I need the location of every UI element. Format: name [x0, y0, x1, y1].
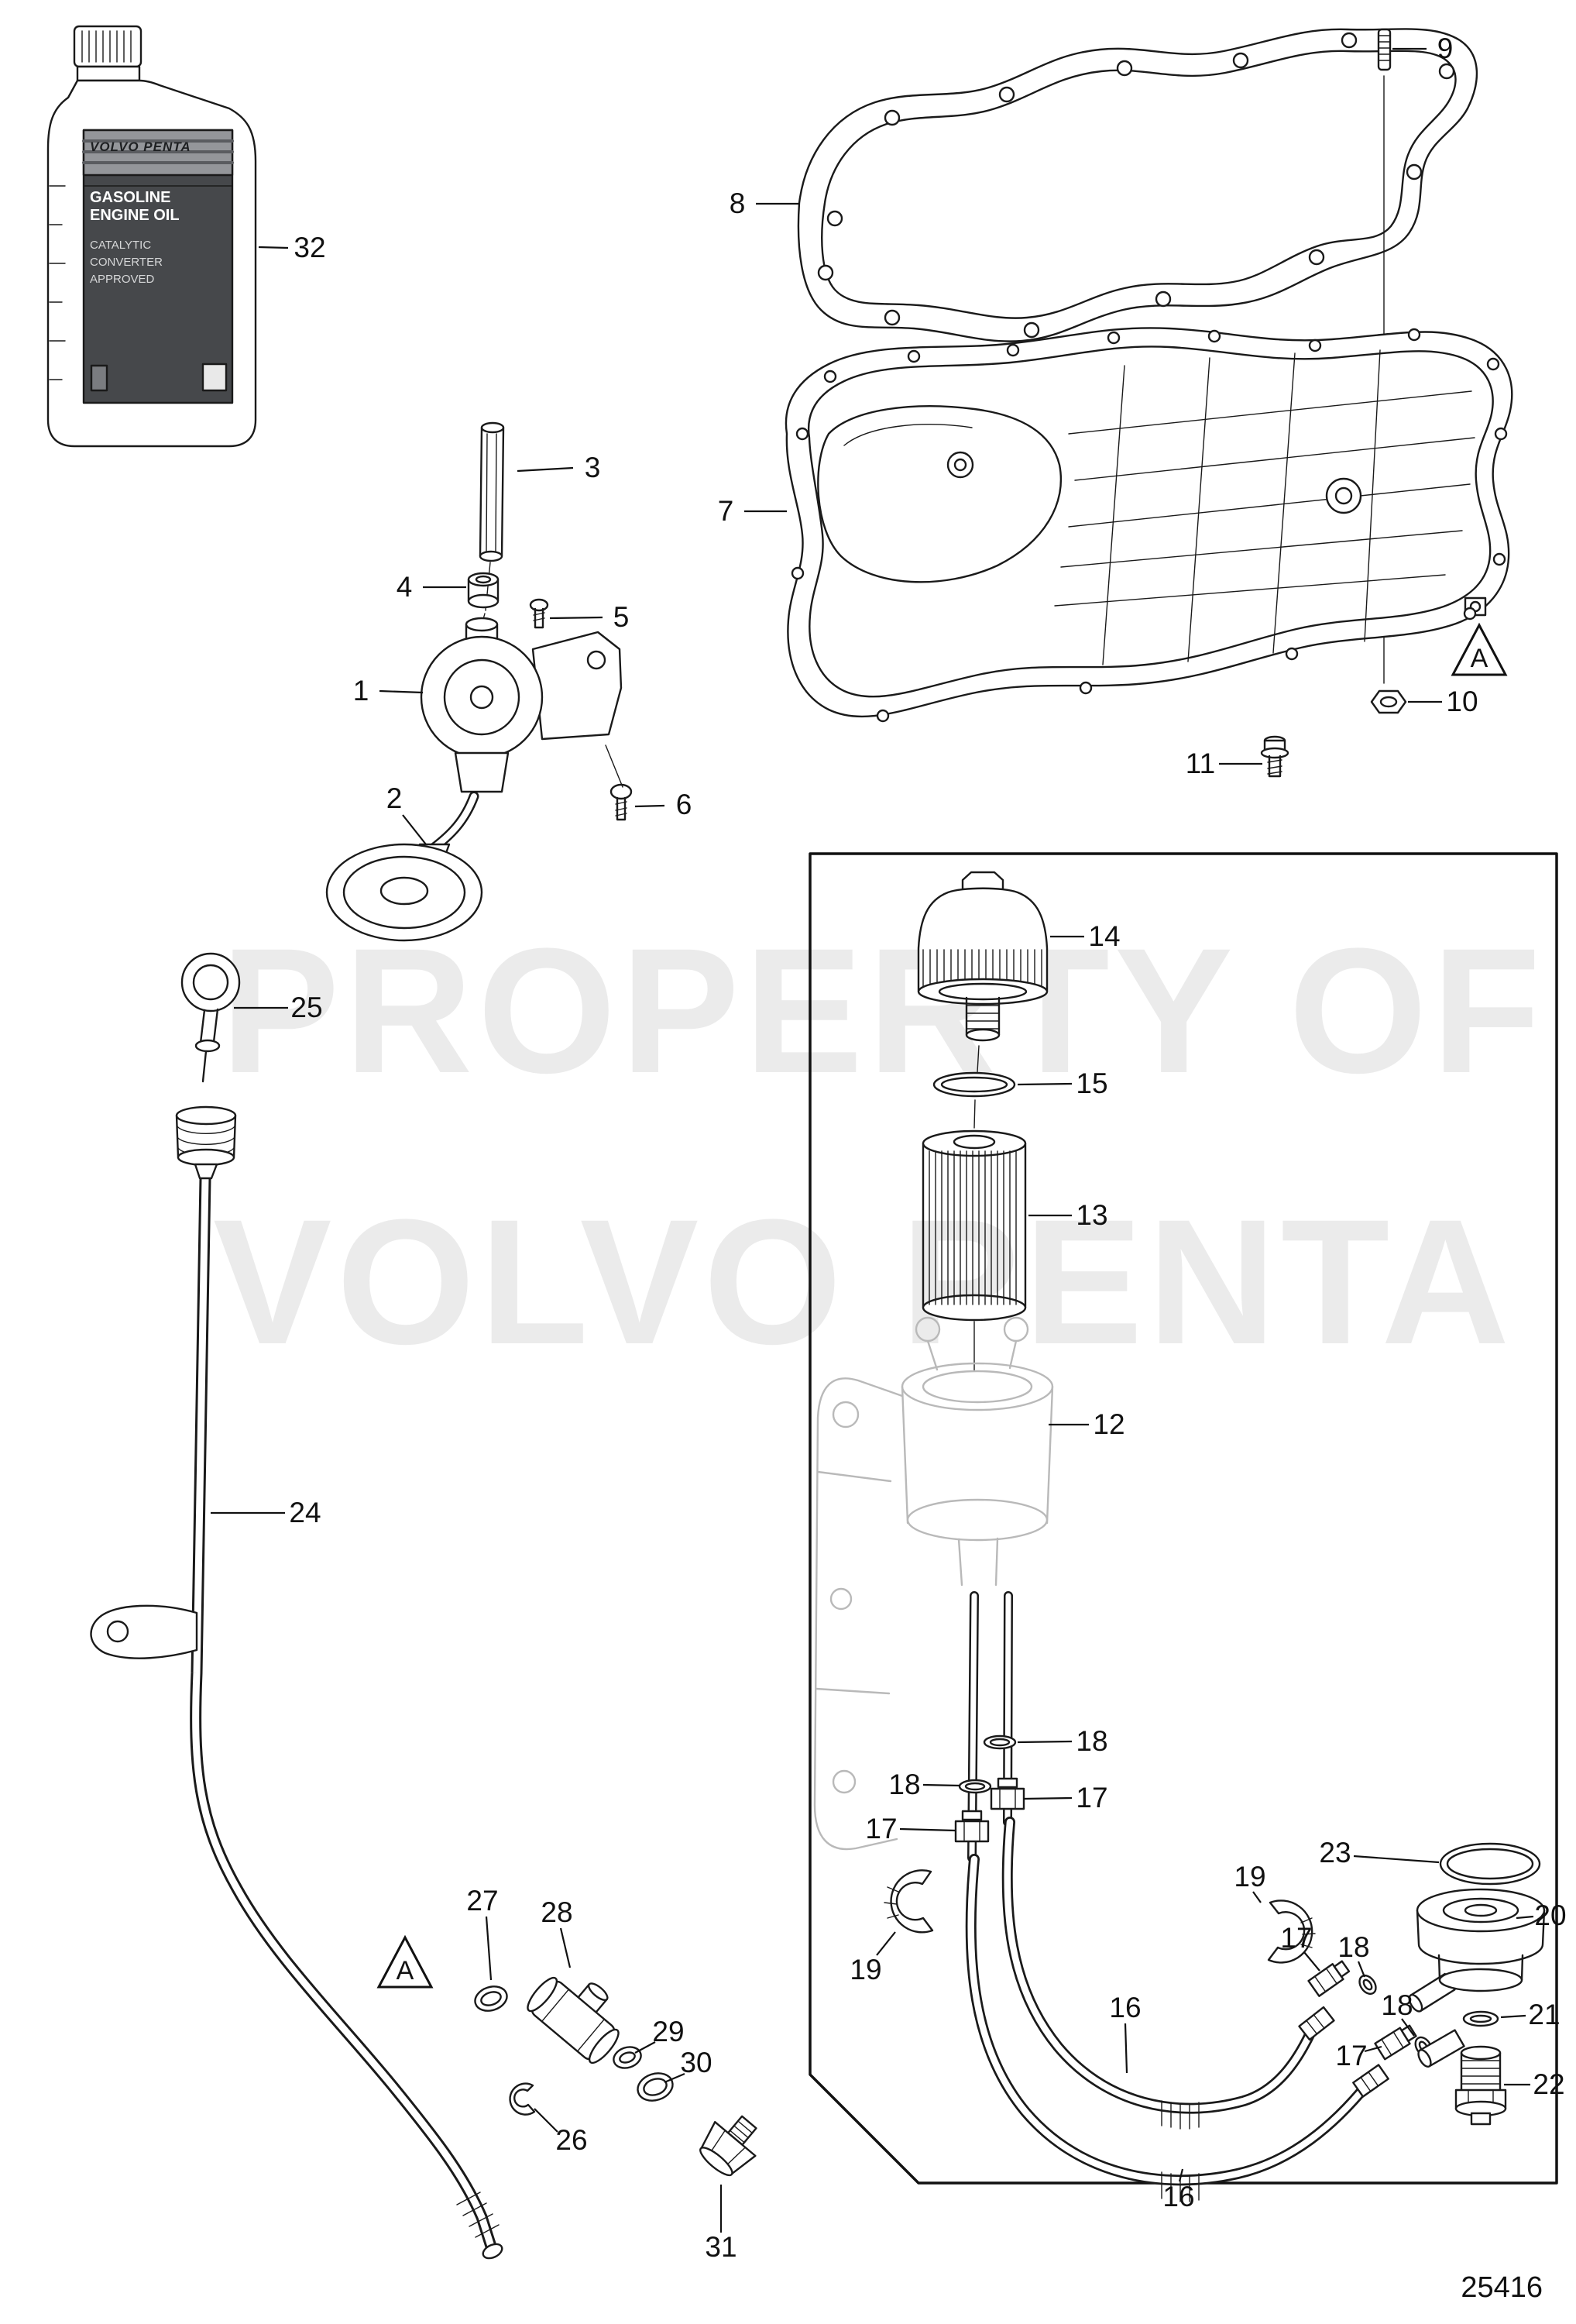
leader-line-29	[634, 2041, 656, 2054]
oil-pump-drawing	[325, 421, 633, 942]
leader-line-30	[664, 2072, 685, 2084]
leader-line-16	[1124, 2023, 1128, 2074]
view-marker-triangle	[376, 1934, 434, 1989]
bottle-approvals-text: CATALYTIC CONVERTER APPROVED	[90, 237, 226, 287]
leader-line-2	[402, 814, 427, 845]
bottle-approval-line: APPROVED	[90, 272, 155, 286]
view-marker-label: A	[1471, 644, 1488, 673]
dipstick-drawing	[180, 952, 241, 1083]
bottle-approval-line: CONVERTER	[90, 255, 163, 269]
leader-line-5	[549, 616, 603, 620]
leader-line-28	[559, 1927, 572, 1968]
leader-line-26	[534, 2108, 558, 2133]
hose-clips-drawing	[884, 1869, 1316, 1964]
bottle-approval-line: CATALYTIC	[90, 239, 152, 252]
o-ring-15-drawing	[932, 1071, 1016, 1129]
oil-filter-cap-drawing	[917, 871, 1049, 1073]
oil-hoses-drawing	[965, 1817, 1389, 2202]
leader-line-17	[1364, 2045, 1382, 2053]
watermark-line2: VOLVO PENTA	[213, 1182, 1515, 1381]
leader-line-1	[379, 689, 424, 694]
oil-pan-gasket-drawing	[797, 28, 1478, 342]
dipstick-tube-drawing	[90, 1105, 503, 2260]
oil-filter-element-drawing	[922, 1129, 1027, 1372]
leader-line-17	[1303, 1951, 1320, 1972]
drain-fitting-drawing	[474, 1976, 757, 2177]
leader-line-18	[1017, 1740, 1073, 1744]
view-marker-triangle	[1451, 622, 1508, 676]
leader-line-20	[1516, 1915, 1534, 1920]
bottle-brand-text: VOLVO PENTA	[90, 139, 191, 154]
watermark-line1: PROPERTY OF	[221, 911, 1546, 1110]
leader-line-3	[517, 466, 574, 473]
oil-tube-fittings-drawing	[954, 1591, 1025, 1862]
drawing-number: 25416	[1461, 2271, 1543, 2304]
hose-end-fittings-drawing	[1307, 1960, 1433, 2061]
leader-line-19	[1252, 1891, 1262, 1903]
leader-line-17	[899, 1827, 956, 1832]
leader-line-19	[876, 1931, 896, 1956]
leader-line-16	[1178, 2168, 1184, 2182]
leader-line-15	[1017, 1082, 1073, 1086]
leader-line-18	[1357, 1961, 1366, 1978]
leader-line-17	[1023, 1796, 1073, 1800]
oil-pan-drawing	[785, 28, 1513, 778]
leader-line-23	[1353, 1855, 1440, 1864]
oil-bottle-drawing	[46, 25, 257, 448]
leader-line-18	[1401, 2018, 1415, 2037]
bottle-title-text: GASOLINE ENGINE OIL	[90, 189, 180, 224]
leader-line-32	[258, 246, 289, 249]
leader-line-18	[922, 1783, 961, 1787]
leader-line-27	[485, 1916, 493, 1981]
filter-housing-ghost-drawing	[813, 1316, 1054, 1851]
leader-line-21	[1500, 2014, 1526, 2019]
view-marker-label: A	[397, 1956, 414, 1985]
filter-detail-box	[809, 852, 1558, 2185]
oil-cooler-adapter-drawing	[1408, 1842, 1546, 2126]
